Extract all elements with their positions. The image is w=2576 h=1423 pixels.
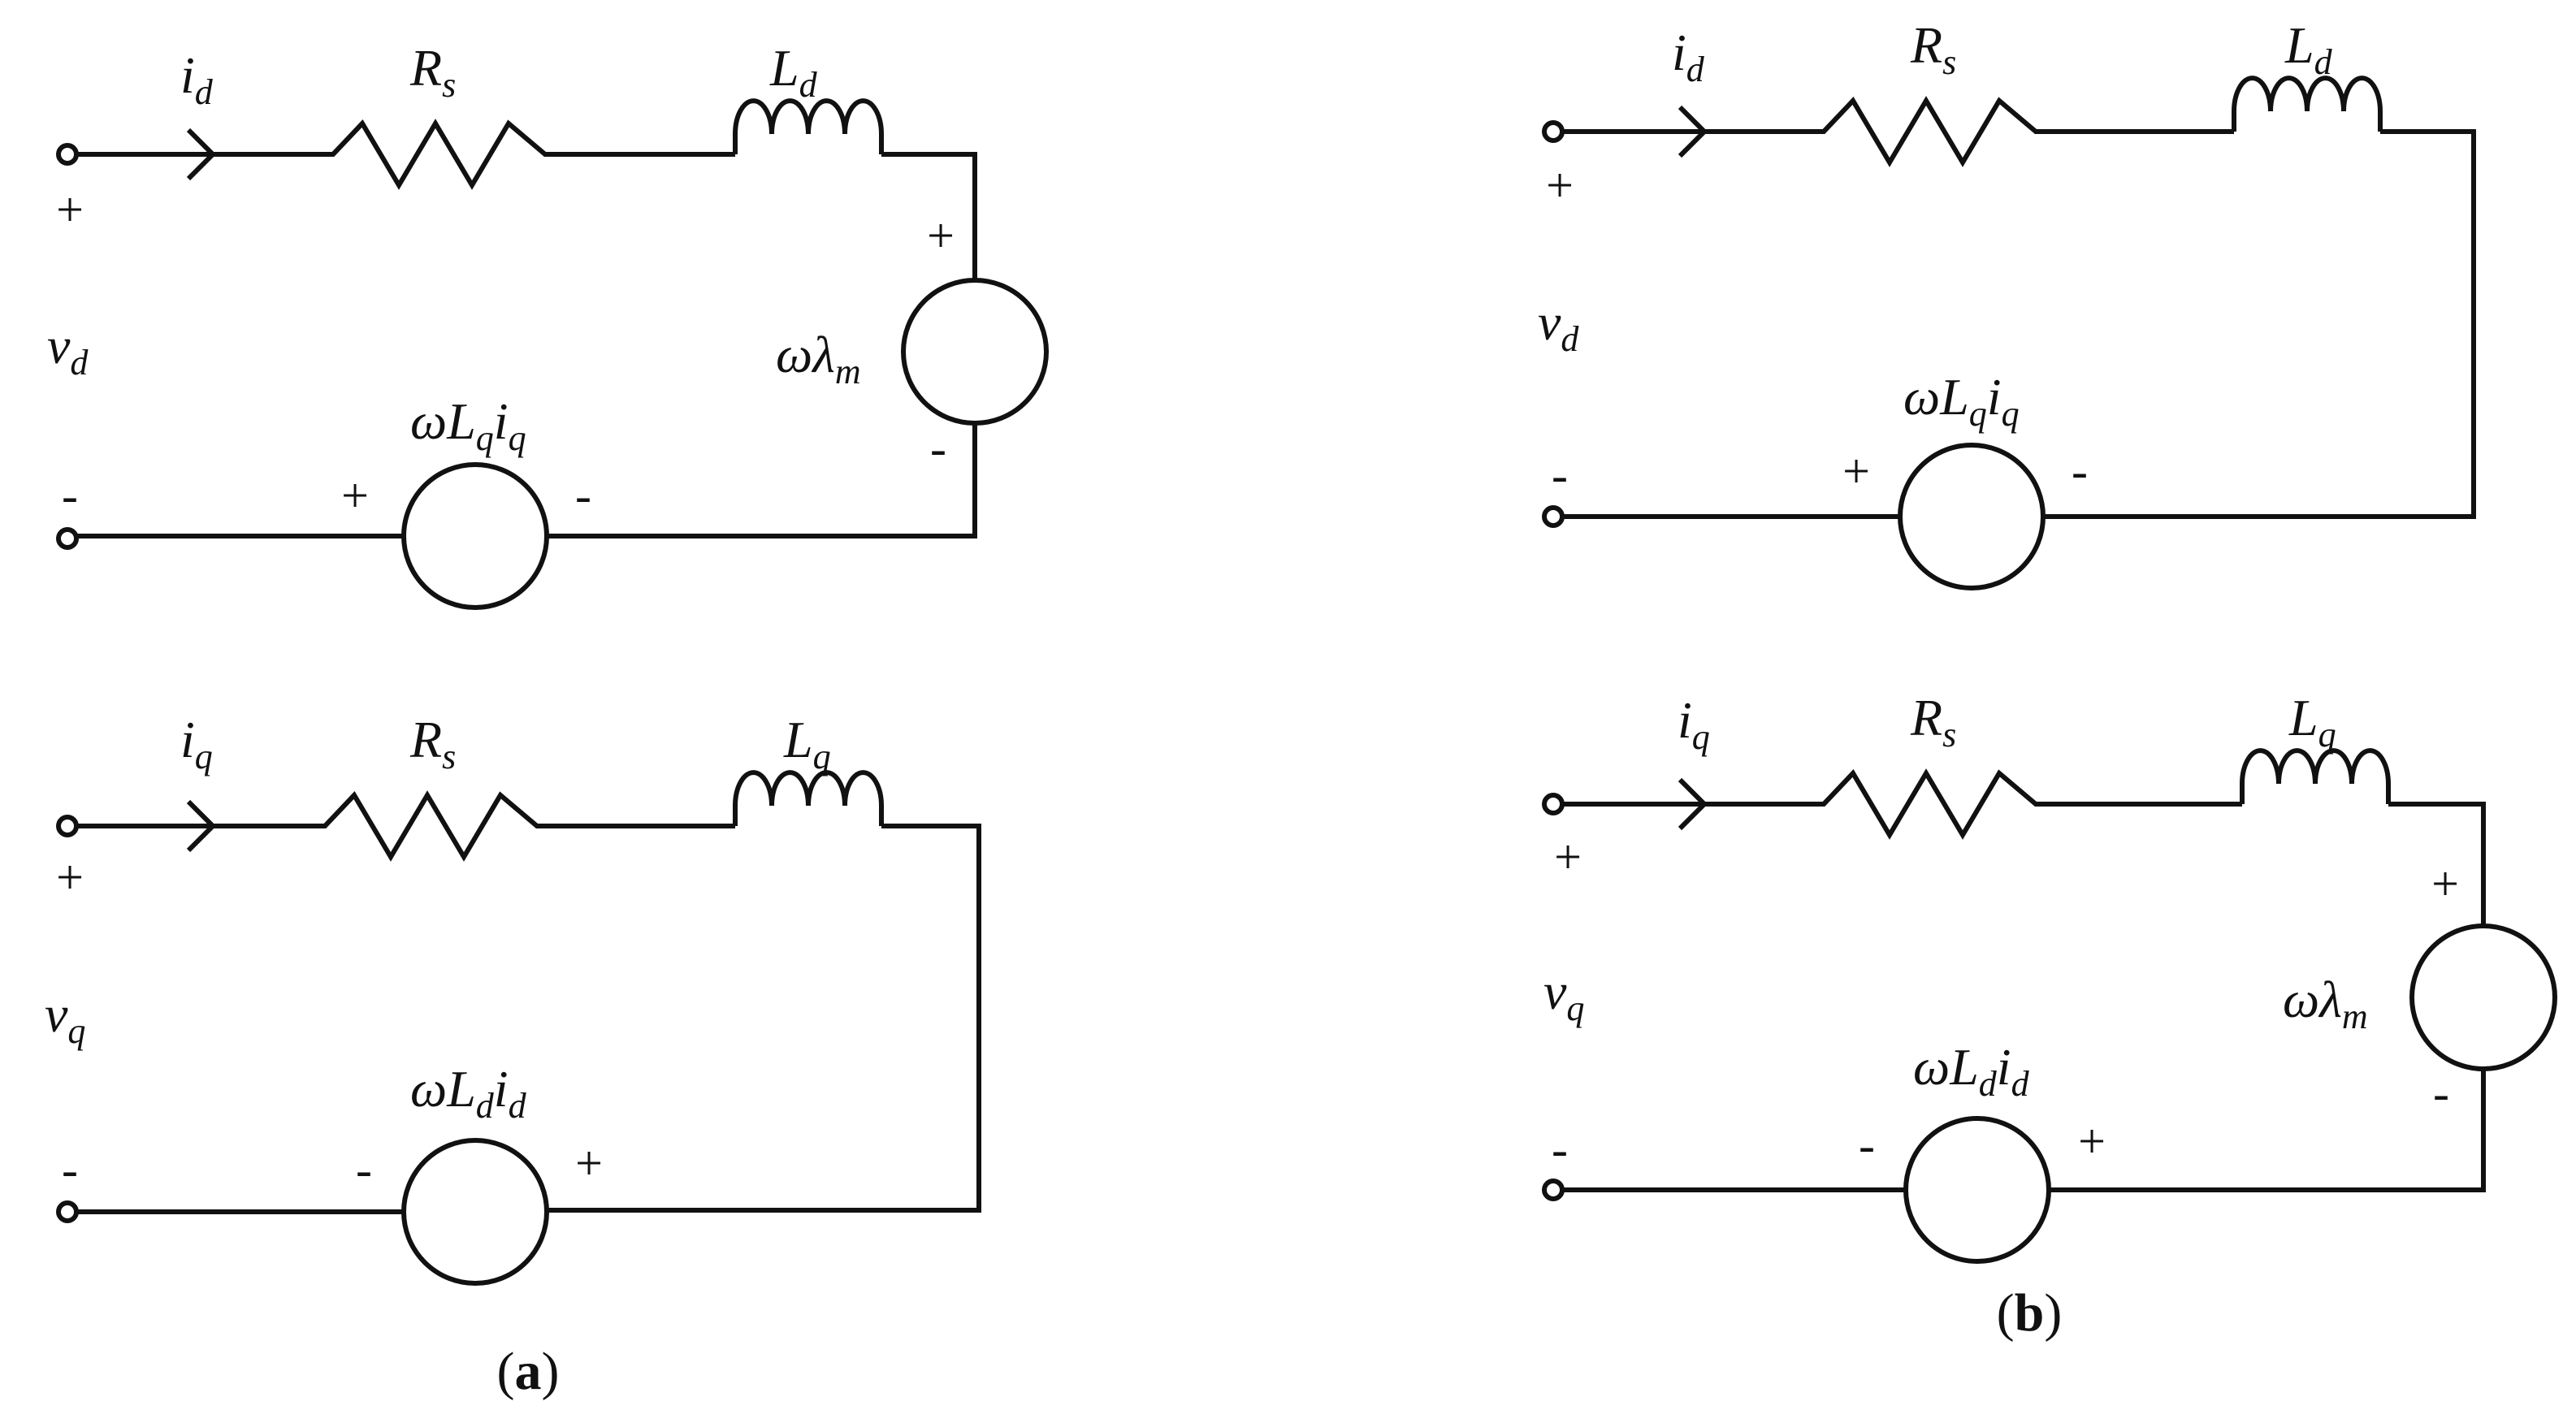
wire [73, 119, 735, 190]
minus-sign: - [1859, 1118, 1875, 1172]
inductor-coil [733, 770, 884, 826]
panel-b-d-axis-circuit: id Rs Ld vd ωLqiq + - + - [1538, 16, 2476, 590]
plus-sign: + [1546, 158, 1574, 212]
terminal [56, 143, 79, 166]
wire [881, 152, 977, 280]
current-arrow [186, 799, 217, 853]
wire [547, 423, 977, 538]
minus-sign: - [2433, 1066, 2449, 1120]
caption-b: (b) [1997, 1283, 2063, 1343]
label-v-q: vq [1543, 962, 1584, 1028]
label-v-d: vd [47, 317, 89, 383]
inductor-coil [2240, 748, 2391, 804]
label-R-s: Rs [409, 39, 456, 105]
terminal [1542, 505, 1565, 528]
panel-a: id Rs Ld vd ωλm ωLqiq + + - - + - iq Rs … [45, 39, 1049, 1401]
panel-b: id Rs Ld vd ωLqiq + - + - iq Rs Lq vq [1538, 16, 2557, 1343]
minus-sign: - [1552, 1122, 1568, 1176]
label-omega-Ld-id: ωLdid [410, 1060, 527, 1126]
plus-sign: + [575, 1136, 603, 1190]
label-v-q: vq [45, 985, 85, 1051]
current-arrow [1678, 777, 1708, 831]
label-R-s: Rs [1910, 689, 1956, 755]
current-arrow [186, 128, 217, 181]
terminal [1542, 793, 1565, 815]
wire [1560, 96, 2234, 167]
label-L-q: Lq [2288, 689, 2336, 755]
label-omega-Ld-id: ωLdid [1913, 1038, 2030, 1104]
label-i-d: id [180, 46, 214, 112]
plus-sign: + [341, 469, 369, 522]
panel-b-q-axis-circuit: iq Rs Lq vq ωλm ωLdid + + - - - + [1542, 689, 2557, 1264]
voltage-source-circle [401, 462, 549, 610]
label-i-q: iq [1678, 691, 1710, 757]
wire [2049, 1069, 2486, 1192]
inductor-coil [2232, 76, 2383, 132]
label-L-d: Ld [2284, 16, 2333, 82]
label-R-s: Rs [1910, 16, 1956, 82]
label-omega-lambda-m: ωλm [2283, 971, 2368, 1036]
minus-sign: - [62, 469, 78, 522]
terminal [56, 527, 79, 550]
label-i-q: iq [180, 711, 213, 776]
plus-sign: + [927, 209, 955, 262]
inductor-coil [733, 98, 884, 154]
plus-sign: + [56, 850, 84, 904]
label-v-d: vd [1538, 293, 1579, 359]
minus-sign: - [1552, 448, 1568, 502]
plus-sign: + [1842, 444, 1870, 498]
wire [2043, 129, 2476, 519]
minus-sign: - [2072, 444, 2088, 498]
current-arrow [1678, 105, 1708, 158]
wire [73, 790, 735, 862]
label-i-d: id [1672, 24, 1705, 89]
terminal [56, 815, 79, 837]
panel-a-d-axis-circuit: id Rs Ld vd ωλm ωLqiq + + - - + - [47, 39, 1049, 610]
plus-sign: + [2078, 1114, 2106, 1168]
terminal [56, 1200, 79, 1223]
label-omega-Lq-iq: ωLqiq [410, 392, 526, 458]
caption-a: (a) [497, 1342, 560, 1401]
label-L-d: Ld [769, 39, 818, 105]
label-omega-lambda-m: ωλm [776, 326, 861, 391]
terminal [1542, 120, 1565, 143]
minus-sign: - [575, 469, 591, 522]
panel-a-q-axis-circuit: iq Rs Lq vq ωLdid + - - + [45, 711, 981, 1286]
voltage-source-circle [401, 1138, 549, 1286]
minus-sign: - [62, 1143, 78, 1196]
plus-sign: + [56, 183, 84, 236]
terminal [1542, 1179, 1565, 1201]
wire [547, 824, 981, 1213]
minus-sign: - [930, 422, 946, 475]
plus-sign: + [2431, 857, 2459, 910]
minus-sign: - [356, 1143, 372, 1196]
voltage-source-circle [1903, 1116, 2051, 1264]
label-omega-Lq-iq: ωLqiq [1903, 368, 2020, 434]
wire [1560, 768, 2242, 840]
voltage-source-circle [1898, 443, 2046, 590]
voltage-source-circle [2409, 923, 2557, 1071]
label-R-s: Rs [409, 711, 456, 776]
plus-sign: + [1554, 830, 1582, 884]
label-L-q: Lq [783, 711, 831, 776]
voltage-source-circle [901, 278, 1049, 426]
wire [2388, 802, 2486, 926]
